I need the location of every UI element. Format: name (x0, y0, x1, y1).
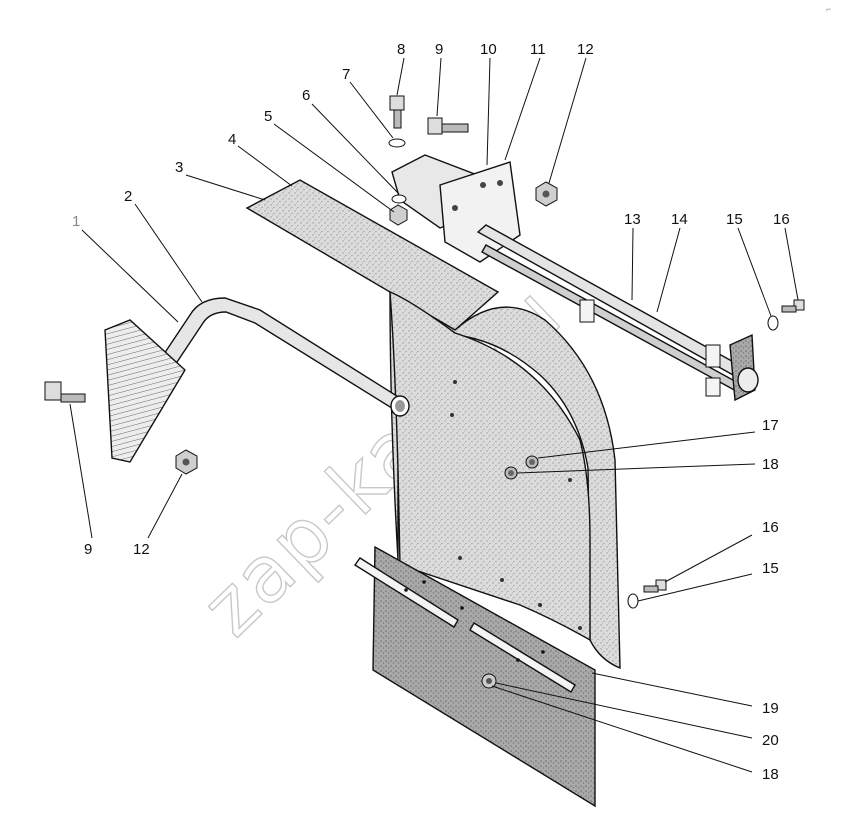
callout-18-lower: 18 (762, 766, 779, 783)
corner-mark: ⌐ (826, 4, 831, 14)
part-3-top-strip (245, 179, 500, 331)
rail-end-cap (737, 367, 759, 393)
callout-9-upper: 9 (435, 41, 443, 58)
mudflap-bolt-20 (481, 673, 497, 689)
callout-1: 1 (72, 213, 80, 230)
callout-5: 5 (264, 108, 272, 125)
part-16-bolt-lower (643, 579, 667, 593)
rail-clips (579, 299, 721, 397)
callout-15-upper: 15 (726, 211, 743, 228)
part-12-nut-left (175, 449, 198, 475)
callout-15-lower: 15 (762, 560, 779, 577)
callout-14: 14 (671, 211, 688, 228)
fender-bolt-17 (504, 455, 539, 480)
part-1-bracket-plate (104, 319, 186, 463)
callout-13: 13 (624, 211, 641, 228)
part-6-washer (391, 194, 407, 204)
part-12-nut-upper (535, 181, 558, 207)
tube-bore (395, 400, 405, 412)
callout-10: 10 (480, 41, 497, 58)
callout-16-lower: 16 (762, 519, 779, 536)
callout-18-upper: 18 (762, 456, 779, 473)
mudflap-clamp-lower (469, 622, 576, 693)
bracket-holes (452, 180, 503, 211)
callout-9-left: 9 (84, 541, 92, 558)
callout-3: 3 (175, 159, 183, 176)
part-15-washer-upper (767, 315, 779, 331)
part-7-washer (388, 138, 406, 148)
callout-16-upper: 16 (773, 211, 790, 228)
mudflap-rivets (404, 580, 545, 662)
callout-11: 11 (530, 41, 546, 58)
callout-12-upper: 12 (577, 41, 594, 58)
part-5-nut (389, 204, 408, 226)
callout-12-left: 12 (133, 541, 150, 558)
fender-bolt-holes (450, 380, 582, 630)
callout-20: 20 (762, 732, 779, 749)
fender-face (389, 290, 591, 642)
part-9-bolt-left (44, 381, 86, 403)
part-8-bolt (389, 95, 405, 129)
mudflap-clamp-upper (353, 557, 459, 628)
callout-labels: 1 2 3 4 5 6 7 8 9 10 11 12 13 14 15 16 1… (72, 41, 790, 783)
callout-8: 8 (397, 41, 405, 58)
callout-7: 7 (342, 66, 350, 83)
callout-17: 17 (762, 417, 779, 434)
part-9-bolt-upper (427, 117, 469, 135)
callout-4: 4 (228, 131, 236, 148)
callout-19: 19 (762, 700, 779, 717)
part-2-tube (158, 297, 401, 412)
callout-6: 6 (302, 87, 310, 104)
part-15-washer-lower (627, 593, 639, 609)
leader-lines (69, 57, 799, 773)
callout-2: 2 (124, 188, 132, 205)
part-16-bolt-upper (781, 299, 805, 313)
